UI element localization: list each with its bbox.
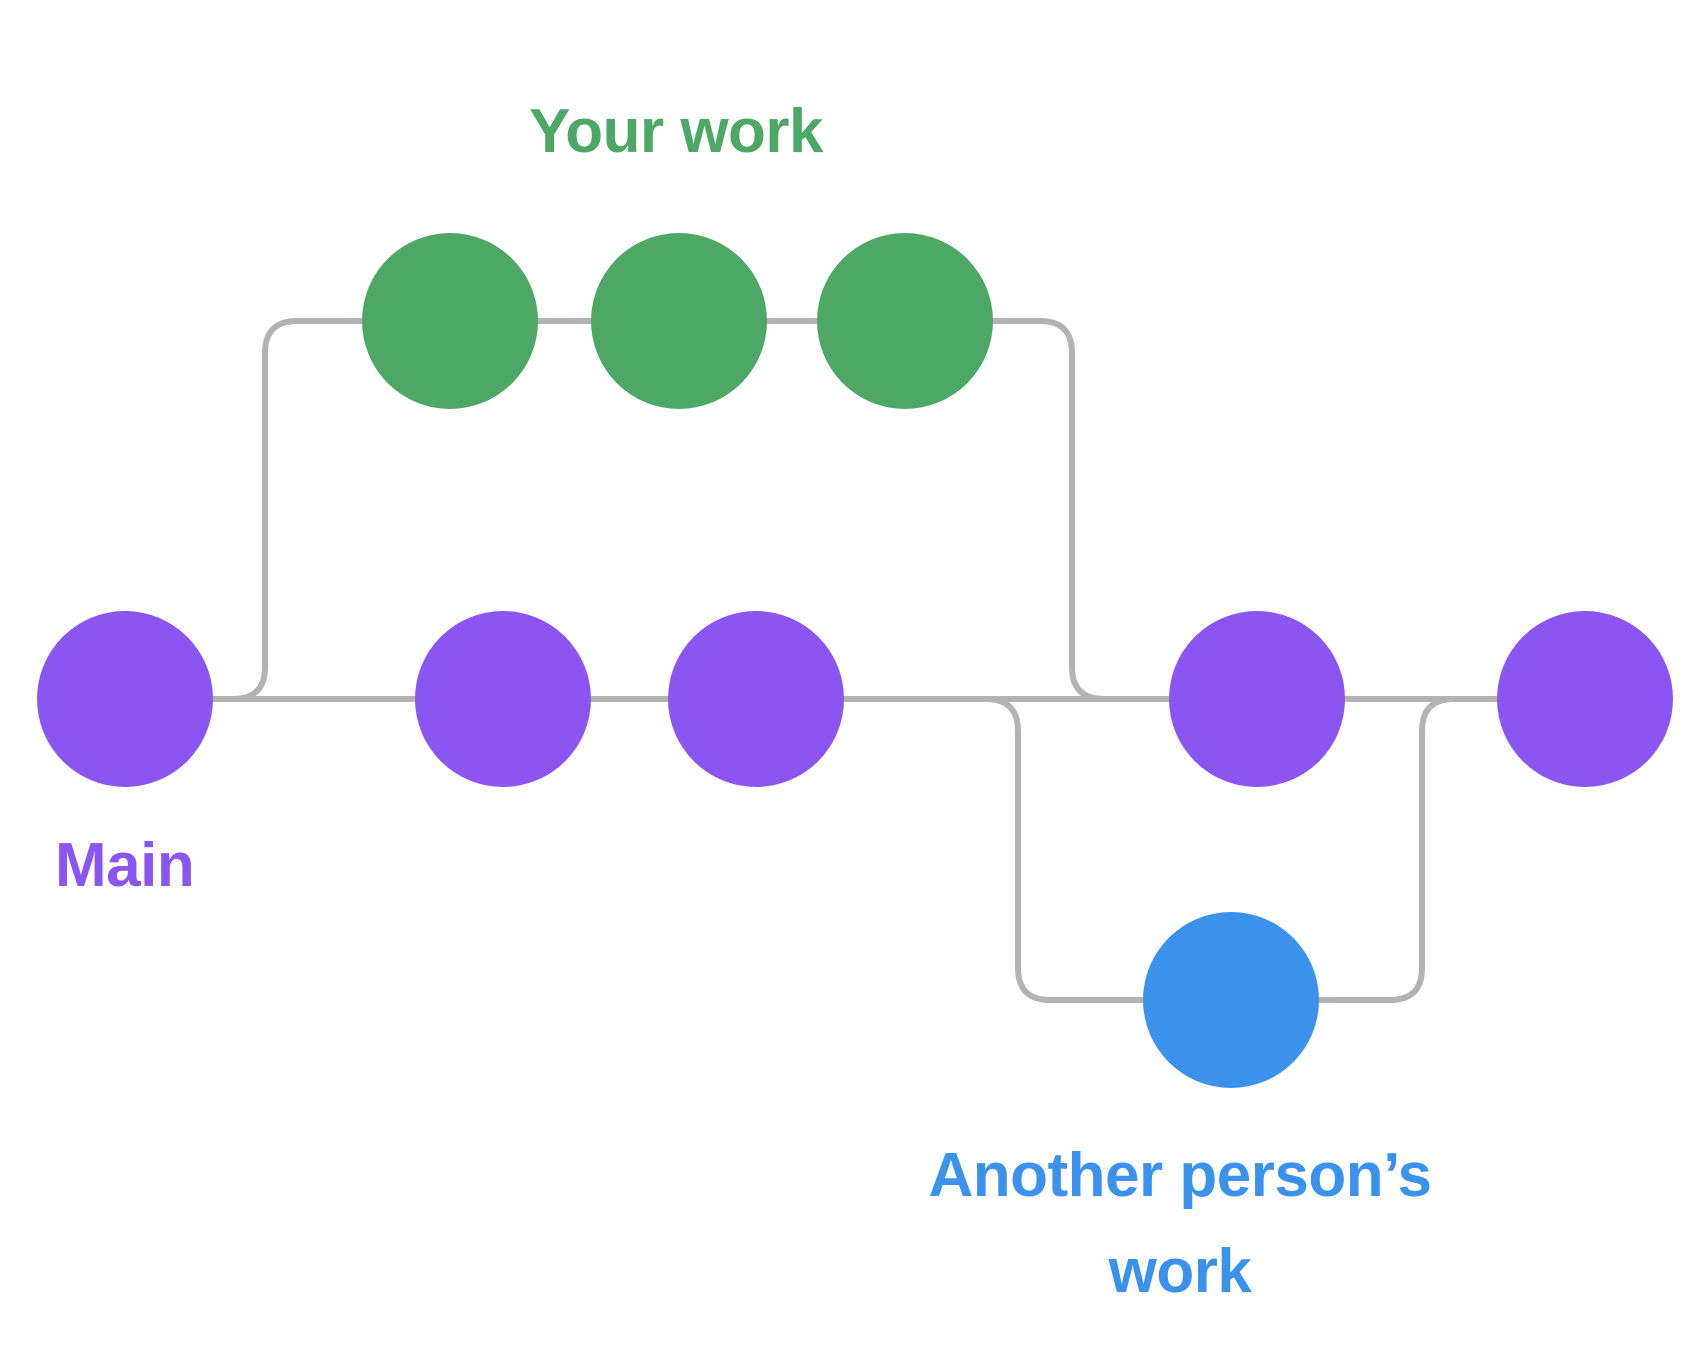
your-work-commit-3 (817, 233, 993, 409)
main-commit-4 (1169, 611, 1345, 787)
another-person-label-line1: Another person’s (928, 1141, 1433, 1210)
main-commit-2 (415, 611, 591, 787)
another-person-commit-1 (1143, 912, 1319, 1088)
your-work-label: Your work (528, 97, 824, 166)
main-label: Main (55, 831, 195, 900)
main-commit-5 (1497, 611, 1673, 787)
main-commits (37, 611, 1673, 787)
your-work-commit-2 (591, 233, 767, 409)
main-commit-1 (37, 611, 213, 787)
another-person-label-line2: work (1108, 1237, 1252, 1306)
another-person-label: Another person’s work (928, 1128, 1433, 1320)
main-commit-3 (668, 611, 844, 787)
your-work-commit-1 (362, 233, 538, 409)
your-work-commits (362, 233, 993, 409)
